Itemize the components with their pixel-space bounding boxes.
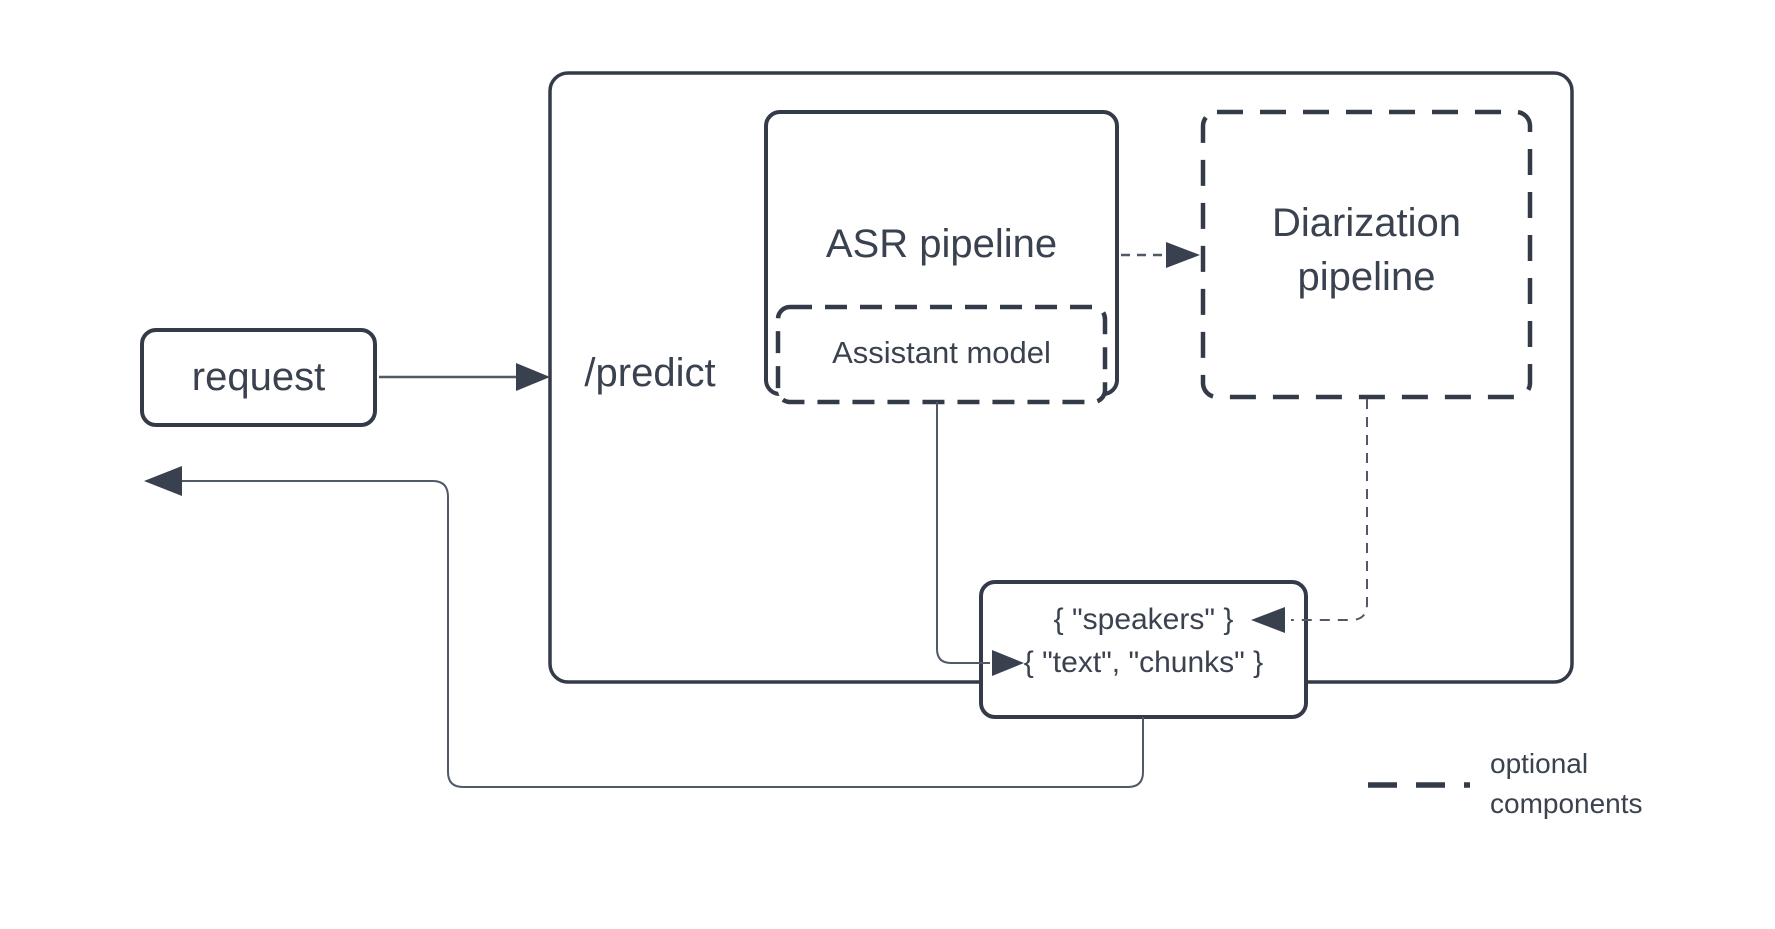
response-speakers-label: { "speakers" } <box>1053 603 1234 636</box>
asr-pipeline-label: ASR pipeline <box>825 221 1058 266</box>
arrowhead-right-icon <box>516 363 550 391</box>
arrowhead-right-icon <box>992 650 1024 676</box>
request-label: request <box>191 355 326 399</box>
diarization-output-connector <box>1291 399 1368 621</box>
response-text-chunks-label: { "text", "chunks" } <box>1023 646 1264 679</box>
assistant-model-label: Assistant model <box>832 335 1051 370</box>
legend-optional-components-label: optional components <box>1490 748 1643 819</box>
arrowhead-left-icon <box>1251 607 1285 633</box>
diarization-pipeline-label: Diarization pipeline <box>1272 201 1461 299</box>
arrowhead-left-icon <box>144 466 182 496</box>
assistant-output-connector <box>936 402 990 664</box>
assistant-model-box <box>775 304 1108 405</box>
predict-endpoint-label: /predict <box>584 350 716 395</box>
arrowhead-right-icon <box>1166 242 1200 268</box>
request-box <box>140 328 377 427</box>
response-return-connector <box>182 480 1144 788</box>
diarization-pipeline-box <box>1200 109 1533 400</box>
